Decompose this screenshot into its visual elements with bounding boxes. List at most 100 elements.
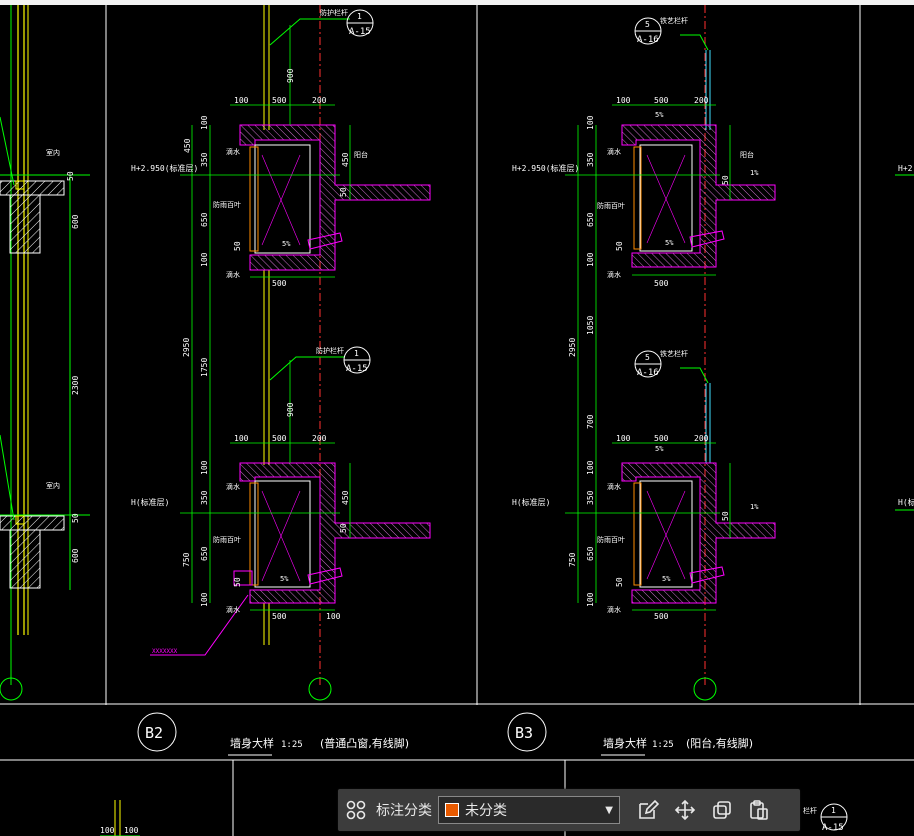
svg-text:滴水: 滴水 [226,482,240,491]
svg-text:墙身大样: 墙身大样 [603,736,647,750]
svg-text:100: 100 [586,115,595,130]
svg-text:1: 1 [354,349,359,358]
svg-text:防雨百叶: 防雨百叶 [597,535,625,544]
cad-drawing-canvas[interactable]: 室内 室内 50 600 2300 50 600 [0,5,914,836]
svg-text:1750: 1750 [200,358,209,377]
grid-icon[interactable] [338,792,374,828]
svg-text:350: 350 [200,490,209,505]
svg-text:2950: 2950 [568,338,577,357]
svg-text:A-16: A-16 [637,368,659,378]
svg-text:滴水: 滴水 [226,147,240,156]
svg-text:650: 650 [586,546,595,561]
svg-text:防雨百叶: 防雨百叶 [213,200,241,209]
svg-text:100: 100 [124,826,139,835]
svg-text:100: 100 [200,460,209,475]
svg-text:100: 100 [234,434,249,443]
edit-icon[interactable] [630,792,666,828]
svg-text:5%: 5% [655,111,664,119]
svg-text:200: 200 [694,96,709,105]
svg-text:100: 100 [200,115,209,130]
svg-text:350: 350 [200,152,209,167]
bottom-partial-detail: 100 100 1 A-15 栏杆 [100,800,848,836]
left-partial-detail: 室内 室内 50 600 2300 50 600 [0,5,90,701]
svg-text:防雨百叶: 防雨百叶 [213,535,241,544]
svg-text:500: 500 [654,612,669,621]
svg-text:500: 500 [272,279,287,288]
title-block-b2: B2 墙身大样 1:25 (普通凸窗,有线脚) [137,712,409,756]
svg-text:500: 500 [654,96,669,105]
annotation-category-select[interactable]: 未分类 ▼ [438,796,620,824]
svg-text:防护栏杆: 防护栏杆 [320,8,348,17]
svg-text:100: 100 [200,592,209,607]
svg-text:滴水: 滴水 [607,270,621,279]
svg-text:5%: 5% [655,445,664,453]
svg-text:500: 500 [272,612,287,621]
svg-text:750: 750 [182,552,191,567]
svg-text:1%: 1% [750,503,759,511]
svg-text:350: 350 [586,152,595,167]
svg-text:1:25: 1:25 [281,740,303,750]
move-icon[interactable] [667,792,703,828]
detail-b2: 防护栏杆 1 A-15 防护栏杆 1 A-15 H+2.950(标准层) H(标… [131,5,431,701]
svg-text:H+2.950(标准层): H+2.950(标准层) [131,163,198,173]
svg-text:5%: 5% [662,575,671,583]
sheet-frame [0,5,914,836]
svg-text:铁艺栏杆: 铁艺栏杆 [660,16,688,25]
svg-text:500: 500 [654,434,669,443]
svg-text:XXXXXXX: XXXXXXX [152,648,178,655]
svg-text:铁艺栏杆: 铁艺栏杆 [660,349,688,358]
svg-text:滴水: 滴水 [607,147,621,156]
copy-icon[interactable] [704,792,740,828]
svg-text:1: 1 [357,12,362,21]
svg-text:50: 50 [615,241,624,251]
svg-text:滴水: 滴水 [226,605,240,614]
svg-text:2950: 2950 [182,338,191,357]
svg-text:750: 750 [568,552,577,567]
svg-text:(普通凸窗,有线脚): (普通凸窗,有线脚) [320,736,409,750]
svg-text:900: 900 [286,68,295,83]
svg-text:滴水: 滴水 [607,482,621,491]
svg-text:A-15: A-15 [346,364,368,374]
svg-text:900: 900 [286,402,295,417]
svg-text:450: 450 [183,138,192,153]
svg-text:100: 100 [586,252,595,267]
svg-text:100: 100 [326,612,341,621]
svg-text:栏杆: 栏杆 [803,806,817,815]
svg-text:H(标准层): H(标准层) [898,497,914,507]
svg-text:100: 100 [100,826,115,835]
svg-text:50: 50 [721,175,730,185]
svg-text:1:25: 1:25 [652,740,674,750]
svg-text:100: 100 [586,460,595,475]
svg-text:H(标准层): H(标准层) [512,497,550,507]
svg-text:A-15: A-15 [349,27,371,37]
left-label-bottom: 室内 [46,481,60,490]
svg-text:350: 350 [586,490,595,505]
svg-text:1%: 1% [750,169,759,177]
svg-text:1050: 1050 [586,316,595,335]
svg-text:50: 50 [66,171,75,181]
svg-text:650: 650 [200,212,209,227]
svg-text:B2: B2 [145,724,163,742]
svg-text:200: 200 [312,96,327,105]
svg-text:滴水: 滴水 [607,605,621,614]
annotation-category-label: 标注分类 [376,803,432,819]
svg-text:墙身大样: 墙身大样 [230,736,274,750]
svg-text:50: 50 [615,577,624,587]
svg-text:50: 50 [339,187,348,197]
paste-icon[interactable] [741,792,777,828]
svg-text:450: 450 [341,152,350,167]
category-select-value: 未分类 [465,803,507,819]
window-top-bar [0,0,914,5]
svg-text:滴水: 滴水 [226,270,240,279]
svg-text:5%: 5% [665,239,674,247]
annotation-toolbar: 标注分类 未分类 ▼ [338,789,800,831]
svg-text:100: 100 [586,592,595,607]
svg-text:5%: 5% [280,575,289,583]
svg-text:50: 50 [233,577,242,587]
svg-text:600: 600 [71,548,80,563]
svg-text:阳台: 阳台 [740,150,754,159]
svg-text:100: 100 [234,96,249,105]
title-block-b3: B3 墙身大样 1:25 (阳台,有线脚) [507,712,753,756]
svg-text:阳台: 阳台 [354,150,368,159]
svg-text:50: 50 [721,511,730,521]
